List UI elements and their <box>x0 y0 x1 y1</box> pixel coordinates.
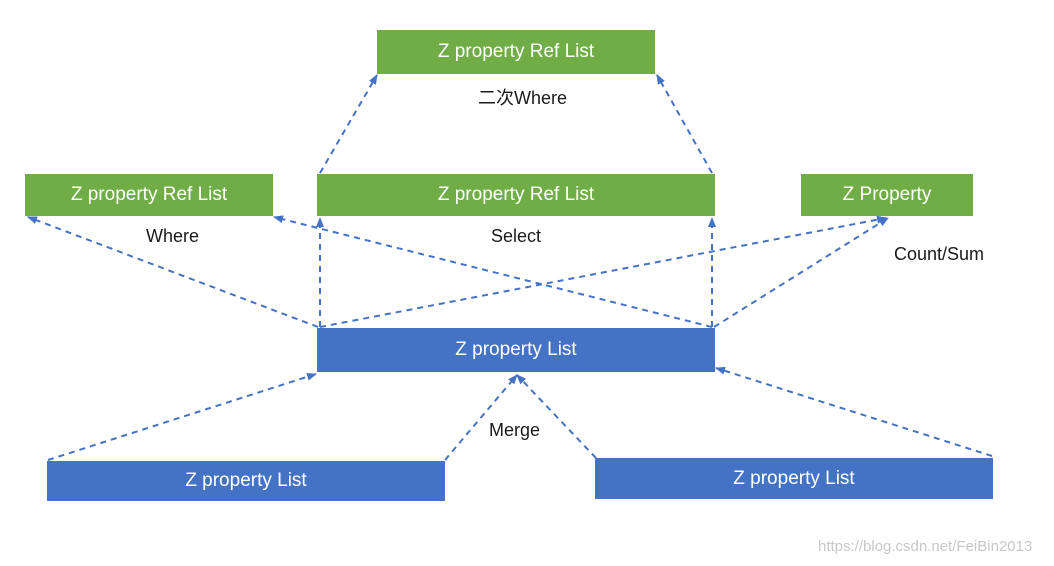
bottom-left-list-box: Z property List <box>47 461 445 501</box>
arrow-bottom-right-to-main-center <box>516 374 597 459</box>
top-ref-list-label: Z property Ref List <box>437 41 595 62</box>
bottom-right-list-label: Z property List <box>733 467 855 489</box>
right-property-box: Z Property <box>801 174 973 216</box>
watermark-text: https://blog.csdn.net/FeiBin2013 <box>818 538 1033 555</box>
arrow-main-to-property-cross <box>319 215 887 328</box>
arrow-main-to-left-ref-cross <box>273 215 713 328</box>
arrow-bottom-right-to-main <box>715 366 993 457</box>
arrow-bottom-left-to-main-center <box>444 374 518 461</box>
arrow-center-to-top-left <box>319 74 378 174</box>
select-label: Select <box>491 226 542 246</box>
center-ref-list-box: Z property Ref List <box>317 174 715 216</box>
where-label: Where <box>146 226 200 246</box>
bottom-left-list-label: Z property List <box>185 470 307 491</box>
bottom-right-list-box: Z property List <box>595 458 993 499</box>
arrow-main-to-property <box>713 217 889 328</box>
right-property-label: Z Property <box>842 184 932 205</box>
arrow-bottom-left-to-main <box>47 372 317 461</box>
main-list-box: Z property List <box>317 328 715 372</box>
merge-label: Merge <box>489 420 541 440</box>
arrow-main-to-left-ref <box>27 216 319 328</box>
count-sum-label: Count/Sum <box>894 244 985 264</box>
arrow-center-to-top-right <box>656 74 713 174</box>
left-ref-list-label: Z property Ref List <box>70 184 228 205</box>
left-ref-list-box: Z property Ref List <box>25 174 273 216</box>
top-ref-list-box: Z property Ref List <box>377 30 655 74</box>
center-ref-list-label: Z property Ref List <box>437 184 595 205</box>
secondary-where-label: 二次Where <box>478 88 568 108</box>
main-list-label: Z property List <box>455 339 577 360</box>
